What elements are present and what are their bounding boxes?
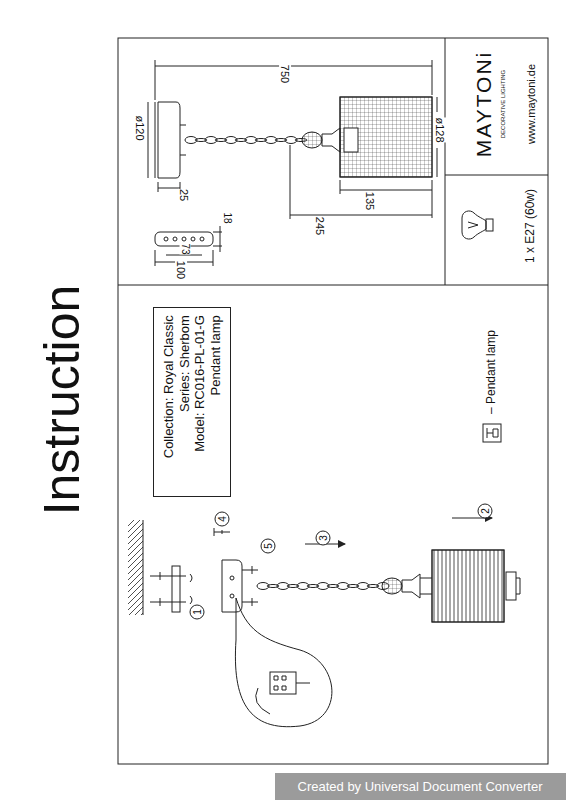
legend-text: – Pendant lamp bbox=[485, 330, 498, 414]
watermark-bar bbox=[275, 773, 566, 800]
website: www.maytoni.de bbox=[525, 64, 537, 144]
brand-tagline: DECORATIVE LIGHTING bbox=[500, 70, 507, 139]
dimension: ø120 bbox=[134, 115, 146, 140]
dimension: ø128 bbox=[434, 117, 446, 142]
info-text: Collection: Royal ClassicSeries: Sherbom… bbox=[161, 315, 223, 489]
callout-circles bbox=[190, 504, 492, 619]
dimension: 750 bbox=[279, 65, 291, 83]
info-line: Model: RC016-PL-01-G bbox=[192, 315, 208, 489]
dimension-drawing bbox=[148, 60, 437, 266]
dimension: 245 bbox=[314, 217, 326, 235]
callout-number: 5 bbox=[263, 543, 274, 549]
bulb-icon bbox=[462, 211, 493, 239]
info-box: Collection: Royal ClassicSeries: Sherbom… bbox=[153, 307, 231, 497]
dimension: 73 bbox=[180, 243, 191, 254]
dimension: 135 bbox=[364, 192, 376, 210]
pendant-lamp-icon bbox=[483, 424, 501, 442]
assembly-illustration bbox=[128, 518, 520, 727]
dimension: 100 bbox=[175, 261, 187, 279]
page-title: Instruction bbox=[35, 285, 90, 516]
frame bbox=[118, 38, 548, 764]
callout-number: 2 bbox=[480, 508, 491, 514]
watermark: Created by Universal Document Converter bbox=[298, 780, 543, 794]
dimension: 25 bbox=[178, 189, 190, 201]
bulb-spec: 1 x E27 (60w) bbox=[524, 189, 537, 263]
callout-number: 4 bbox=[217, 516, 228, 522]
callout-number: 3 bbox=[318, 535, 329, 541]
dimension: 18 bbox=[222, 212, 233, 223]
brand-logo: MAYTONi bbox=[472, 51, 495, 158]
info-line: Pendant lamp bbox=[208, 315, 224, 489]
info-line: Series: Sherbom bbox=[176, 315, 192, 489]
callout-number: 1 bbox=[192, 609, 203, 615]
info-line: Collection: Royal Classic bbox=[161, 315, 177, 489]
